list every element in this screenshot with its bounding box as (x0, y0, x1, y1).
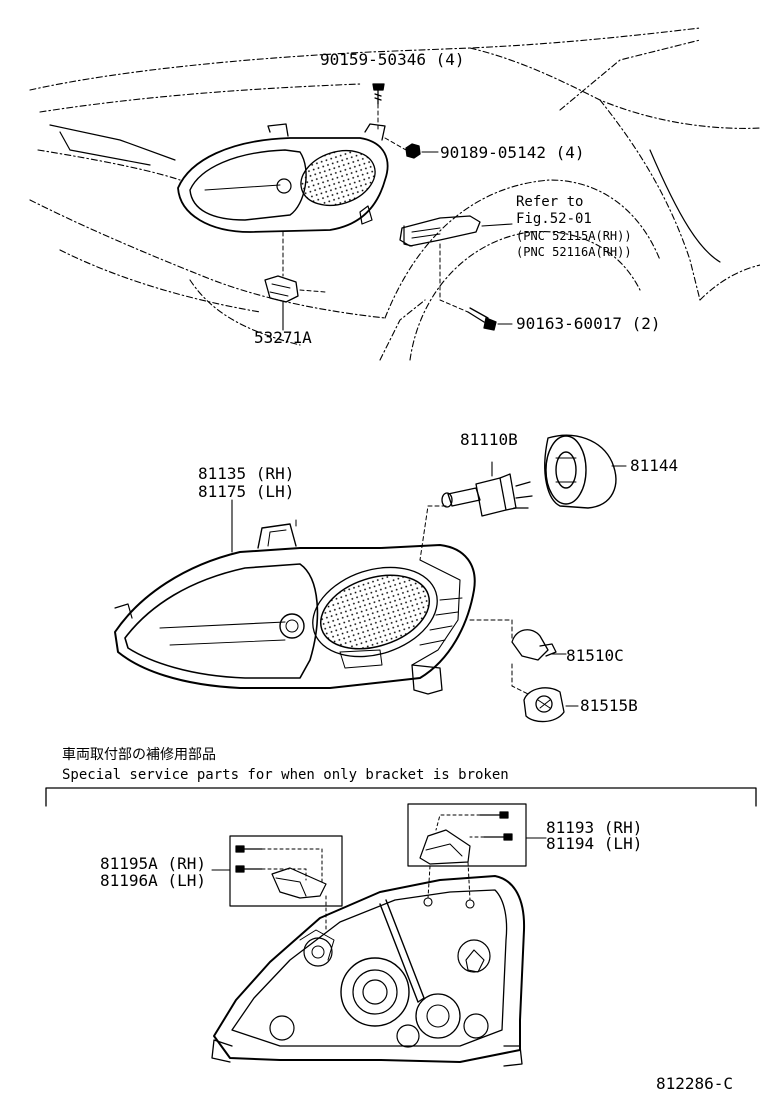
bracket-box-left (229, 835, 343, 907)
bracket-81195a-drawing (235, 845, 327, 899)
note-english: Special service parts for when only brac… (62, 767, 509, 783)
label-bracket-81194: 81194 (LH) (546, 834, 643, 853)
screw-90159-drawing (372, 83, 385, 105)
note-bracket-frame (45, 787, 757, 807)
bracket-box-right (407, 803, 527, 867)
cover-81144-drawing (544, 434, 617, 509)
label-socket-81515b: 81515B (580, 696, 638, 715)
bracket-fig52-drawing (399, 215, 481, 247)
bulb-81110b-drawing (441, 473, 533, 517)
figure-id: 812286-C (656, 1074, 734, 1093)
vehicle-body-solid-lines (49, 124, 721, 263)
label-lamp-rh: 81135 (RH) (198, 464, 295, 483)
headlamp-main-drawing (114, 523, 476, 695)
label-bolt-90163: 90163-60017 (2) (516, 314, 661, 333)
label-socket-53271a: 53271A (254, 328, 312, 347)
label-pnc-rh: (PNC 52115A(RH)) (516, 229, 632, 243)
label-bulb-81110b: 81110B (460, 430, 518, 449)
vehicle-body-outline (29, 27, 760, 361)
socket-53271a-drawing (264, 275, 299, 303)
headlamp-top-view (177, 123, 389, 233)
socket-81515b-drawing (523, 687, 565, 723)
bulb-81510c-drawing (511, 629, 557, 661)
label-nut-90189: 90189-05142 (4) (440, 143, 585, 162)
headlamp-rear-housing-drawing (211, 875, 526, 1067)
label-refer-to: Refer to (516, 194, 584, 210)
label-bracket-81196a: 81196A (LH) (100, 871, 206, 890)
bracket-81193-drawing (419, 811, 513, 865)
bolt-90163-drawing (467, 307, 497, 331)
label-cover-81144: 81144 (630, 456, 679, 475)
label-refer-fig: Fig.52-01 (516, 211, 592, 227)
label-screw-90159: 90159-50346 (4) (320, 50, 465, 69)
label-pnc-lh: (PNC 52116A(RH)) (516, 245, 632, 259)
label-bulb-81510c: 81510C (566, 646, 624, 665)
label-lamp-lh: 81175 (LH) (198, 482, 295, 501)
nut-90189-drawing (405, 143, 421, 159)
note-japanese: 車両取付部の補修用部品 (62, 747, 216, 763)
label-bracket-81195a: 81195A (RH) (100, 854, 206, 873)
label-bracket-81193: 81193 (RH) (546, 818, 643, 837)
